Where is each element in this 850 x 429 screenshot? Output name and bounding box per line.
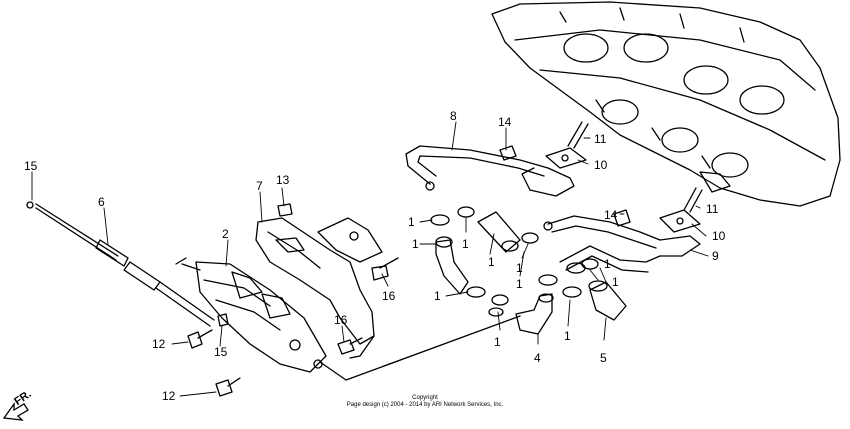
bracket-7 [255,217,383,359]
callout-label: 13 [276,173,290,187]
hoses [435,211,627,335]
callout-label: 9 [712,249,719,263]
callout-label: 1 [434,289,441,303]
leader-connector [319,315,521,381]
callout-label: 1 [462,237,469,251]
callout-label: 12 [162,389,176,403]
callout-label: 8 [450,109,457,123]
callout-label: 15 [214,345,228,359]
callout-label: 10 [594,158,608,172]
callout-labels: 15 6 2 7 13 8 14 11 10 14 11 10 9 1 1 1 … [24,109,726,403]
air-valve-2 [175,257,327,373]
callout-label: 16 [334,313,348,327]
callout-label: 14 [498,115,512,129]
callout-label: 1 [494,335,501,349]
callout-label: 7 [256,179,263,193]
callout-label: 5 [600,351,607,365]
callout-label: 1 [408,215,415,229]
callout-label: 1 [412,237,419,251]
copyright-line: Copyright [412,395,438,401]
front-arrow-icon [2,401,29,421]
callout-label: 16 [382,289,396,303]
callout-label: 10 [712,229,726,243]
cylinder-head [491,1,841,207]
callout-label: 4 [534,351,541,365]
callout-label: 1 [564,329,571,343]
callout-label: 1 [516,277,523,291]
leader-lines [31,121,709,397]
cable-6 [26,201,215,327]
callout-label: 2 [222,227,229,241]
copyright-notice: Page design (c) 2004 - 2014 by ARI Netwo… [346,402,504,408]
callout-label: 1 [604,257,611,271]
callout-label: 6 [98,195,105,209]
reed-plates [499,121,703,233]
callout-label: 12 [152,337,166,351]
pipe-8 [405,145,575,197]
callout-label: 11 [706,202,719,216]
clamps [430,206,599,317]
callout-label: 15 [24,159,38,173]
callout-label: 14 [604,208,618,222]
callout-label: 1 [612,275,619,289]
callout-label: 11 [594,132,607,146]
callout-label: 1 [516,261,523,275]
bolts [187,203,399,397]
callout-label: 1 [488,255,495,269]
